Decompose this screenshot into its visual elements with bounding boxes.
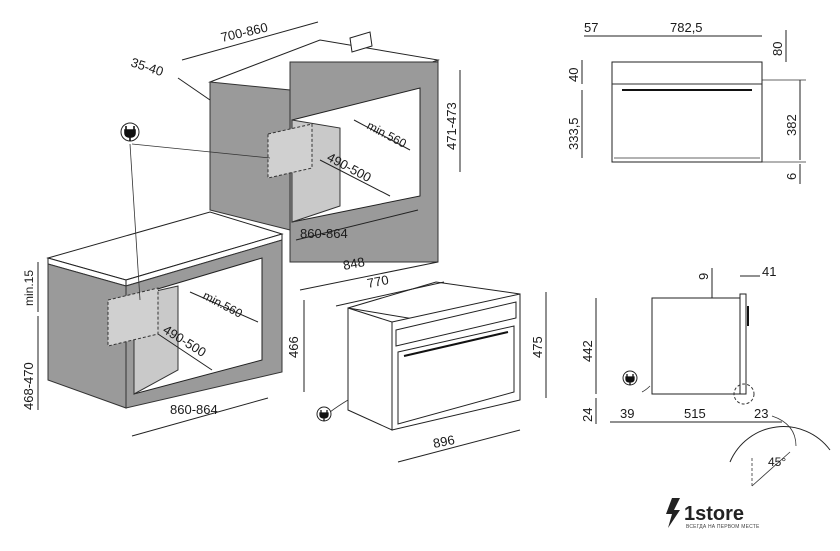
oven-front-view (611, 61, 763, 163)
dim-text-35-40: 35-40 (129, 55, 165, 80)
plug-callout (120, 122, 271, 301)
dim-text-45: 45° (768, 455, 786, 469)
dim-text-782-5: 782,5 (670, 20, 703, 35)
oven-cable (329, 399, 349, 413)
dim-text-515: 515 (684, 406, 706, 421)
dim-line-770 (335, 281, 445, 307)
oven-perspective (316, 281, 521, 431)
dim-text-min15: min.15 (22, 270, 36, 306)
dim-line-896 (397, 429, 521, 463)
oven-handle (403, 331, 509, 357)
dim-text-24: 24 (580, 408, 595, 422)
oven-control-panel (395, 301, 517, 347)
dim-line-848 (299, 261, 439, 291)
dim-text-860-864-top: 860-864 (300, 226, 348, 241)
tall-cabinet-notch (349, 31, 373, 53)
detail-45: 45° (729, 415, 831, 487)
dim-text-860-864-bot: 860-864 (170, 402, 218, 417)
tall-cabinet (208, 31, 440, 263)
detail-arrow (771, 415, 797, 447)
side-view-cable (641, 385, 651, 393)
dim-text-848: 848 (342, 254, 366, 273)
dim-line-min560-bot (189, 291, 259, 323)
dim-line-35-40 (177, 77, 211, 101)
brand-logo: 1store ВСЕГДА НА ПЕРВОМ МЕСТЕ (666, 498, 760, 530)
front-view-panel (611, 61, 763, 85)
dim-text-770: 770 (366, 272, 390, 291)
callout-line-base (129, 143, 141, 301)
oven-plug-glyph (319, 410, 329, 421)
side-plug-glyph (625, 374, 635, 385)
callout-line-tall (131, 143, 271, 159)
tall-socket-zone (267, 123, 313, 179)
side-view-door (739, 293, 747, 395)
dim-text-39: 39 (620, 406, 634, 421)
dim-line-700-860 (181, 21, 319, 61)
plug-icon-glyph (124, 126, 136, 141)
dim-text-6: 6 (784, 173, 799, 180)
dim-text-466: 466 (286, 336, 301, 358)
dim-text-896: 896 (432, 432, 456, 451)
dim-text-700-860: 700-860 (219, 20, 269, 45)
logo-bolt-icon (666, 498, 680, 528)
dim-text-468-470: 468-470 (21, 362, 36, 410)
base-cabinet (46, 211, 284, 409)
dim-text-471-473: 471-473 (444, 102, 459, 150)
oven-side-view (622, 293, 755, 405)
oven-side (347, 307, 393, 431)
detail-arc (729, 426, 831, 463)
dim-line-490-500-bot (157, 333, 213, 371)
logo-name: 1store (684, 503, 744, 525)
dim-text-80: 80 (770, 42, 785, 56)
dim-line-860-864-top (295, 209, 419, 241)
dim-text-442: 442 (580, 340, 595, 362)
dim-line-860-864-bot (131, 397, 269, 437)
dim-text-9: 9 (696, 273, 711, 280)
dims-oven: 848 770 466 475 896 (286, 254, 547, 463)
dim-line-min560-top (353, 119, 411, 151)
dim-text-57: 57 (584, 20, 598, 35)
dim-text-382: 382 (784, 114, 799, 136)
side-view-body (651, 297, 741, 395)
logo-tagline: ВСЕГДА НА ПЕРВОМ МЕСТЕ (686, 524, 760, 530)
dim-text-41: 41 (762, 264, 776, 279)
detail-slope (751, 451, 791, 487)
dims-side-view: 9 41 442 24 39 515 23 (580, 264, 782, 424)
dim-text-475: 475 (530, 336, 545, 358)
dims-front-view: 782,5 57 80 40 333,5 382 6 (566, 20, 806, 184)
dim-text-333-5: 333,5 (566, 117, 581, 150)
dim-text-23: 23 (754, 406, 768, 421)
detail-circle (733, 383, 755, 405)
dim-text-40: 40 (566, 68, 581, 82)
dim-line-490-500-top (319, 159, 391, 197)
